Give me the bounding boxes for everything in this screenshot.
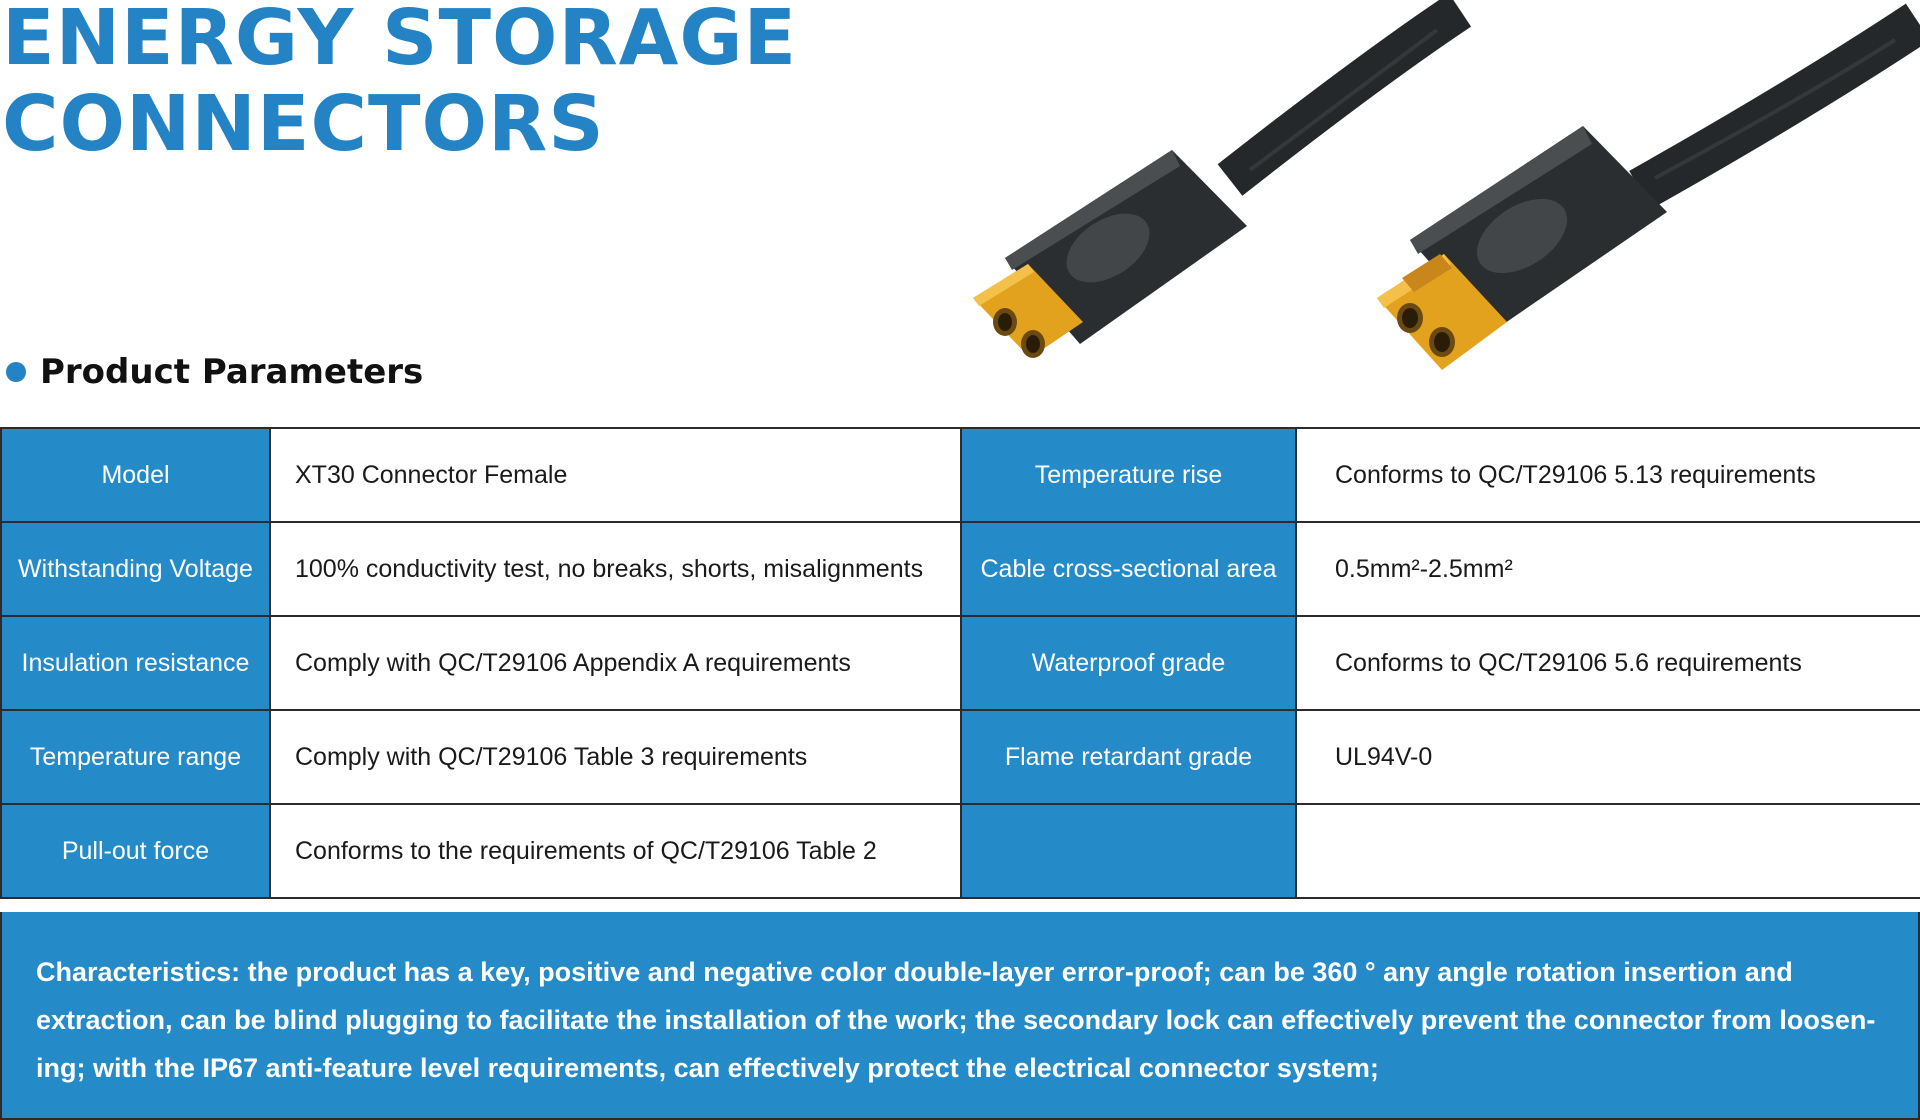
page-title: ENERGY STORAGE CONNECTORS xyxy=(2,0,797,168)
page-title-line-2: CONNECTORS xyxy=(2,80,605,169)
param-value: Comply with QC/T29106 Appendix A require… xyxy=(269,615,962,711)
characteristics-line-1: Characteristics: the product has a key, … xyxy=(36,957,1793,987)
table-row: Model XT30 Connector Female Temperature … xyxy=(0,427,1920,523)
param-label-empty xyxy=(960,803,1297,899)
characteristics-panel: Characteristics: the product has a key, … xyxy=(0,912,1920,1120)
param-label: Withstanding Voltage xyxy=(0,521,271,617)
param-value: Comply with QC/T29106 Table 3 requiremen… xyxy=(269,709,962,805)
param-label: Cable cross-sectional area xyxy=(960,521,1297,617)
param-label: Flame retardant grade xyxy=(960,709,1297,805)
page-title-line-1: ENERGY STORAGE xyxy=(2,0,798,83)
param-label: Pull-out force xyxy=(0,803,271,899)
bullet-dot-icon xyxy=(6,362,26,382)
section-heading-label: Product Parameters xyxy=(40,352,424,392)
connector-right-illustration xyxy=(1377,3,1920,370)
parameters-table: Model XT30 Connector Female Temperature … xyxy=(0,427,1920,899)
characteristics-line-3: ing; with the IP67 anti-feature level re… xyxy=(36,1053,1379,1083)
section-heading: Product Parameters xyxy=(6,352,423,392)
param-label: Waterproof grade xyxy=(960,615,1297,711)
table-row: Insulation resistance Comply with QC/T29… xyxy=(0,615,1920,711)
param-value: Conforms to the requirements of QC/T2910… xyxy=(269,803,962,899)
param-value: Conforms to QC/T29106 5.6 requirements xyxy=(1295,615,1920,711)
param-value: UL94V-0 xyxy=(1295,709,1920,805)
param-value: 100% conductivity test, no breaks, short… xyxy=(269,521,962,617)
param-label: Model xyxy=(0,427,271,523)
connector-product-image xyxy=(973,0,1920,370)
table-row: Withstanding Voltage 100% conductivity t… xyxy=(0,521,1920,617)
param-value-empty xyxy=(1295,803,1920,899)
param-value: 0.5mm²-2.5mm² xyxy=(1295,521,1920,617)
param-value: Conforms to QC/T29106 5.13 requirements xyxy=(1295,427,1920,523)
param-label: Insulation resistance xyxy=(0,615,271,711)
param-value: XT30 Connector Female xyxy=(269,427,962,523)
table-row: Pull-out force Conforms to the requireme… xyxy=(0,803,1920,899)
characteristics-line-2: extraction, can be blind plugging to fac… xyxy=(36,1005,1876,1035)
connector-left-illustration xyxy=(973,0,1472,358)
table-row: Temperature range Comply with QC/T29106 … xyxy=(0,709,1920,805)
param-label: Temperature rise xyxy=(960,427,1297,523)
param-label: Temperature range xyxy=(0,709,271,805)
